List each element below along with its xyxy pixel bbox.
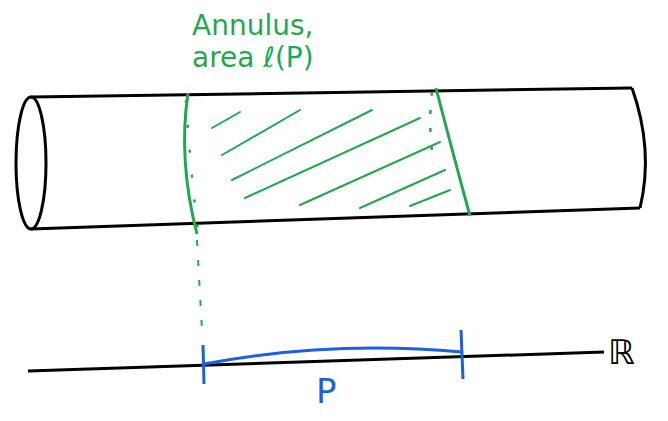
real-line: [28, 352, 604, 371]
annulus-label: Annulus, area ℓ(P): [192, 10, 352, 74]
cylinder-bottom: [31, 208, 640, 229]
annulus-hatching: [212, 110, 450, 208]
interval-tick: [203, 345, 204, 384]
axis-label: ℝ: [608, 333, 635, 372]
projection-line: [197, 240, 202, 330]
cylinder-end: [16, 97, 46, 229]
annulus-right-back: [430, 92, 433, 158]
cylinder-top: [31, 88, 632, 97]
annulus-right-edge: [436, 88, 470, 216]
annulus-left-edge: [185, 93, 197, 234]
annulus-left-back: [186, 100, 198, 232]
interval-tick: [461, 330, 463, 379]
interval-curve: [204, 348, 462, 364]
cylinder-right-end: [632, 88, 645, 208]
interval-label: P: [316, 372, 337, 411]
